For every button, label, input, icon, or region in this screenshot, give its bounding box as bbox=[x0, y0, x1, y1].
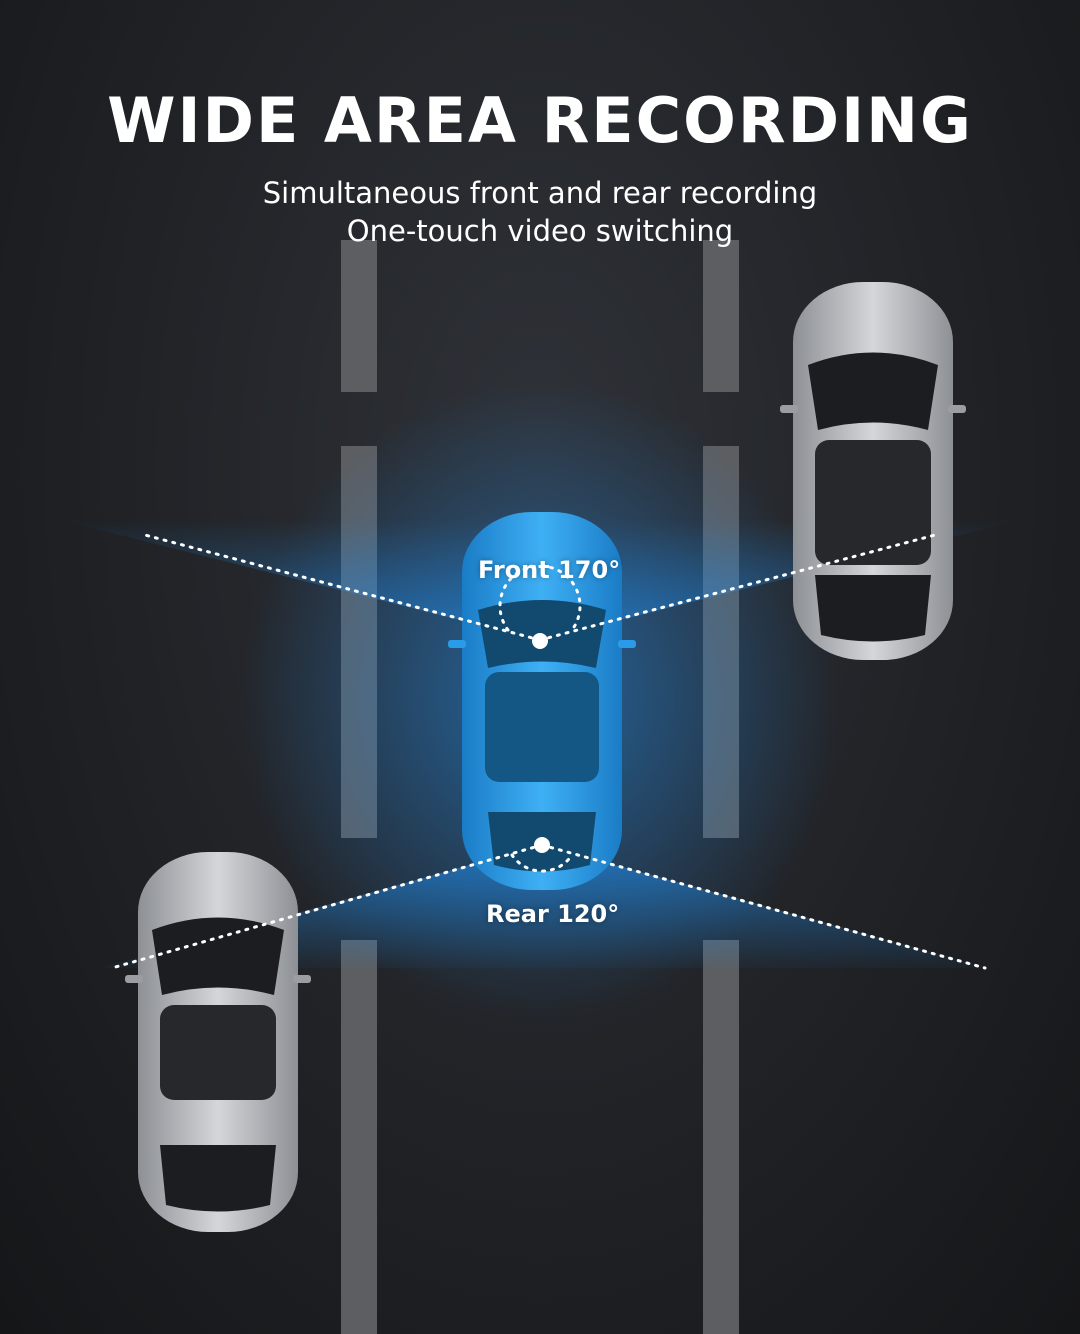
rear-field-of-view bbox=[110, 843, 987, 970]
front-camera-label: Front 170° bbox=[478, 556, 621, 584]
front-fov-right-edge bbox=[538, 533, 937, 642]
headline: WIDE AREA RECORDING bbox=[107, 84, 973, 157]
front-field-of-view bbox=[143, 533, 937, 642]
front-camera-dot bbox=[532, 633, 548, 649]
other-car-bottom-left bbox=[125, 852, 311, 1232]
rear-camera-label: Rear 120° bbox=[486, 900, 620, 928]
lane-dash bbox=[703, 240, 739, 392]
rear-camera-beam bbox=[100, 845, 990, 968]
subtitle-line-2: One-touch video switching bbox=[346, 214, 734, 248]
front-angle-arc bbox=[498, 564, 582, 632]
subtitle-line-1: Simultaneous front and rear recording bbox=[262, 176, 818, 210]
other-car-top-right bbox=[780, 282, 966, 660]
lane-dash bbox=[341, 240, 377, 392]
lane-dash bbox=[703, 940, 739, 1334]
rear-angle-arc bbox=[510, 853, 574, 873]
rear-camera-dot bbox=[534, 837, 550, 853]
front-fov-left-edge bbox=[143, 533, 542, 642]
rear-fov-left-edge bbox=[110, 843, 544, 970]
lane-dash bbox=[341, 940, 377, 1334]
